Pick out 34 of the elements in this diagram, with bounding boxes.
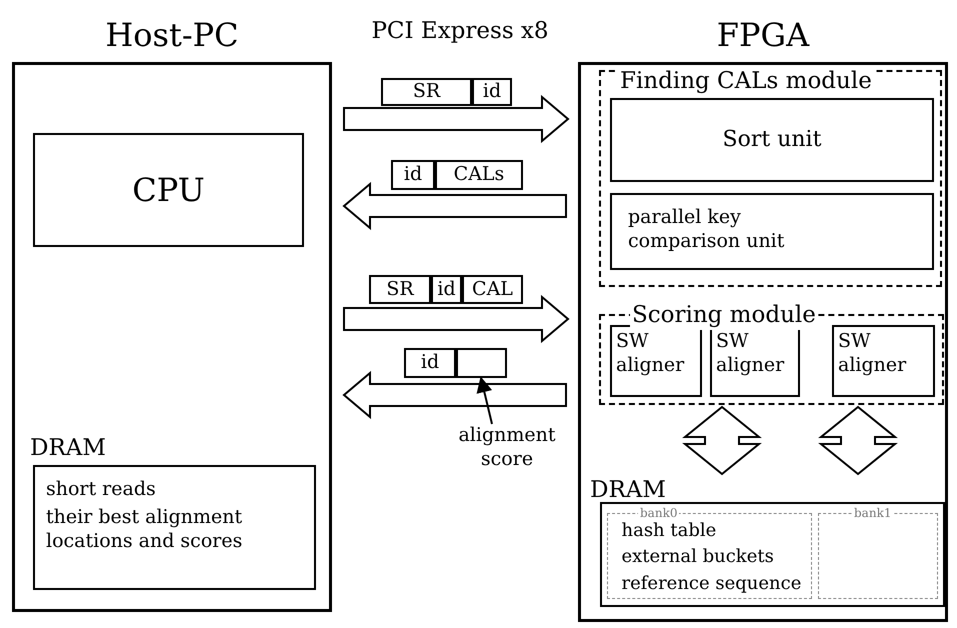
block-arrow <box>342 182 567 230</box>
section-title: DRAM <box>590 476 667 504</box>
bank-label: bank0 <box>638 506 680 520</box>
node-label: reference sequence <box>622 572 802 595</box>
node-label: SR <box>386 278 414 302</box>
link-label: PCI Express x8 <box>370 17 550 46</box>
node-label: hash table <box>622 520 716 542</box>
node-label: Sort unit <box>722 126 822 154</box>
bank-label: bank1 <box>852 506 894 520</box>
leader-line <box>476 376 493 424</box>
double-block-arrow <box>682 406 762 476</box>
panel-title: FPGA <box>716 15 810 56</box>
node-label: id <box>482 80 502 104</box>
node-label: id <box>404 163 422 187</box>
node-label: CAL <box>472 278 513 302</box>
node-label: external buckets <box>622 546 774 568</box>
block-arrow <box>342 370 567 420</box>
annotation-text: alignment score <box>457 424 556 472</box>
block-arrow <box>343 94 570 144</box>
node-label: SW aligner <box>616 330 686 378</box>
node-label: CPU <box>132 170 205 210</box>
node-label: short reads <box>46 478 156 502</box>
section-title: DRAM <box>30 434 107 462</box>
node-label: parallel key comparison unit <box>628 206 786 254</box>
node-label: id <box>437 278 456 302</box>
double-block-arrow <box>818 406 898 476</box>
node-label: CALs <box>454 163 504 187</box>
node-label: SW aligner <box>838 330 908 378</box>
block-arrow <box>343 294 570 344</box>
node-label: SW aligner <box>716 330 786 378</box>
node-label: their best alignment locations and scores <box>46 506 244 554</box>
panel-title: Host-PC <box>104 15 240 56</box>
node-label: id <box>420 351 440 375</box>
node-label: SR <box>412 80 440 104</box>
